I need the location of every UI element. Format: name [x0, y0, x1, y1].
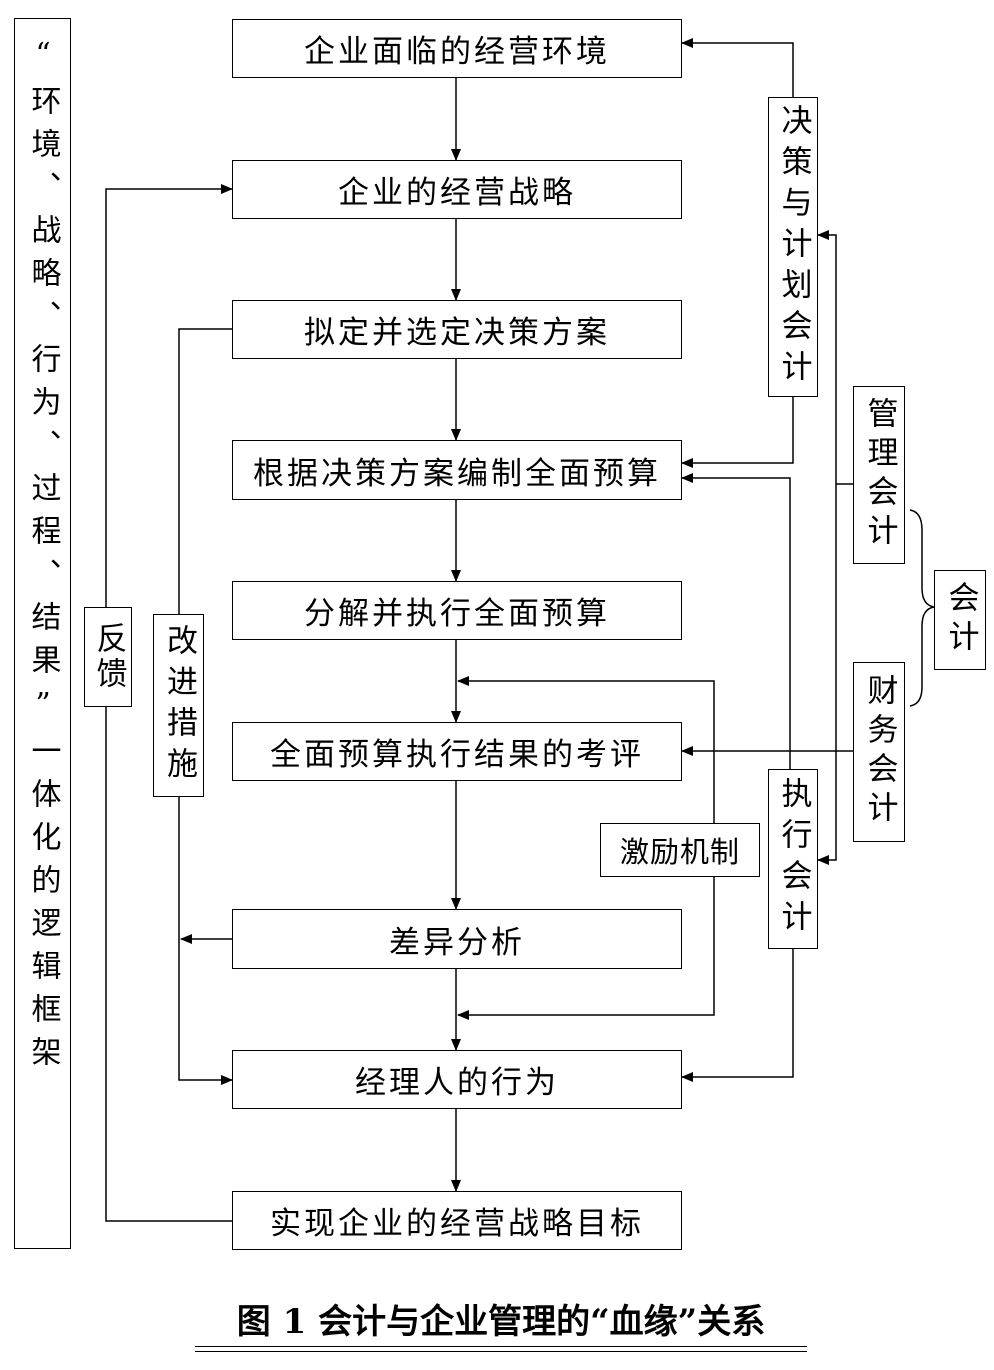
caption-underline-double	[195, 1351, 807, 1352]
step-budget-prep: 根据决策方案编制全面预算	[232, 440, 682, 500]
step-manager-behavior: 经理人的行为	[232, 1050, 682, 1109]
financial-accounting-box: 财务会计	[853, 662, 905, 842]
incentive-to-exec	[457, 676, 715, 823]
improvement-label: 改进措施	[153, 614, 204, 797]
decision-to-budget	[681, 396, 794, 468]
mgmt-acct-line	[817, 230, 837, 400]
step-environment: 企业面临的经营环境	[232, 19, 682, 78]
accounting-brace	[909, 509, 935, 707]
decision-to-env	[681, 38, 794, 97]
step-variance: 差异分析	[232, 909, 682, 969]
execution-to-manager	[681, 948, 794, 1082]
step-evaluation: 全面预算执行结果的考评	[232, 722, 682, 781]
logic-framework-box: “环境、战略、行为、过程、结果”一体化的逻辑框架	[14, 18, 71, 1249]
execution-to-budget	[681, 473, 791, 769]
decision-accounting-box: 决策与计划会计	[768, 97, 818, 397]
execution-accounting-box: 执行会计	[768, 769, 818, 949]
step-strategy: 企业的经营战略	[232, 160, 682, 219]
feedback-label: 反馈	[84, 607, 132, 707]
management-accounting-box: 管理会计	[853, 386, 905, 564]
incentive-box: 激励机制	[600, 823, 760, 877]
caption-underline	[195, 1346, 807, 1347]
mgmt-acct-line-2	[817, 400, 837, 865]
incentive-to-manager	[457, 876, 715, 1020]
accounting-box: 会计	[934, 570, 986, 670]
step-strategic-goal: 实现企业的经营战略目标	[232, 1191, 682, 1250]
step-budget-exec: 分解并执行全面预算	[232, 581, 682, 640]
logic-framework-text: “环境、战略、行为、过程、结果”一体化的逻辑框架	[25, 37, 61, 1079]
step-decision: 拟定并选定决策方案	[232, 300, 682, 359]
figure-caption: 图 1 会计与企业管理的“血缘”关系	[236, 1301, 766, 1342]
